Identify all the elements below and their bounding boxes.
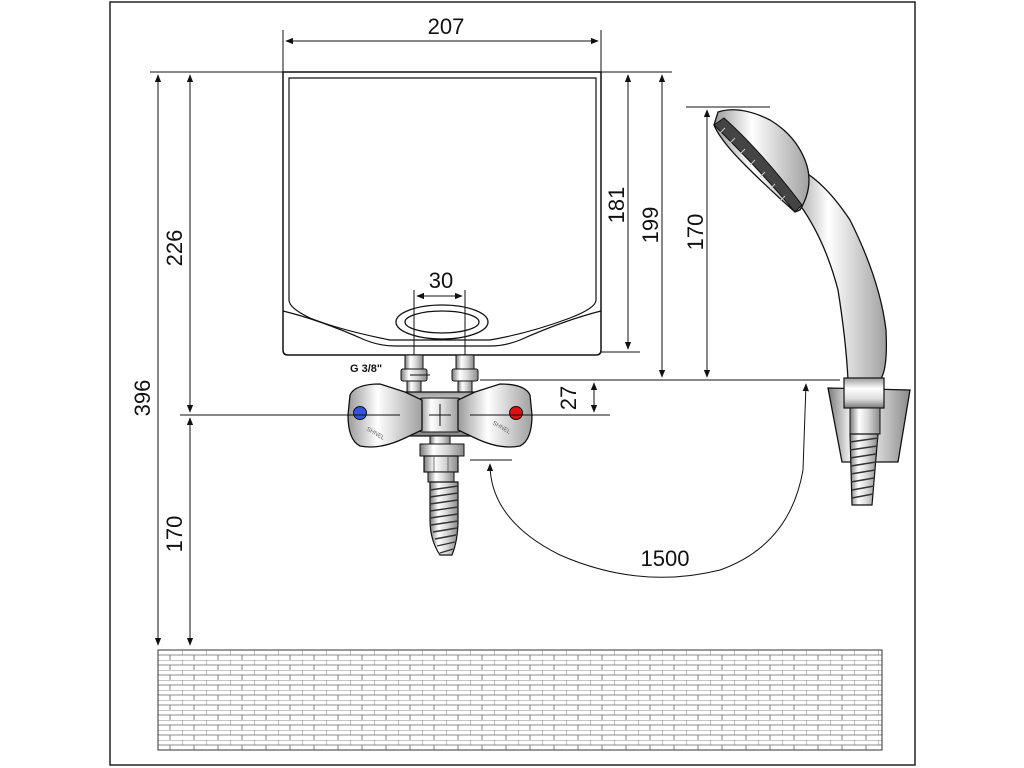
dim-height-199: 199 [638, 207, 663, 244]
brick-wall-icon [157, 649, 883, 751]
flexible-hose-icon [429, 481, 459, 556]
dimension-lines [150, 30, 840, 646]
dim-hose-length-1500: 1500 [641, 546, 690, 571]
hand-shower-icon [713, 109, 911, 506]
thread-size-label: G 3/8" [350, 363, 382, 375]
dim-height-226: 226 [162, 230, 187, 267]
dim-outlet-spacing-30: 30 [429, 268, 453, 293]
mixer-tap: SHNEL SHNEL [347, 383, 533, 483]
heater-body [282, 71, 602, 356]
dim-height-181: 181 [604, 187, 629, 224]
dim-lower-height-170: 170 [162, 516, 187, 553]
mixer-center-mark [429, 404, 451, 426]
dim-total-height-396: 396 [130, 380, 155, 417]
inlet-connectors [400, 354, 479, 394]
dim-mixer-height-27: 27 [556, 386, 581, 410]
dim-width-207: 207 [428, 14, 465, 39]
diagram-frame [109, 1, 916, 766]
hot-water-knob-icon [509, 406, 523, 420]
cold-water-knob-icon [353, 406, 367, 420]
dim-shower-height-170: 170 [683, 214, 708, 251]
